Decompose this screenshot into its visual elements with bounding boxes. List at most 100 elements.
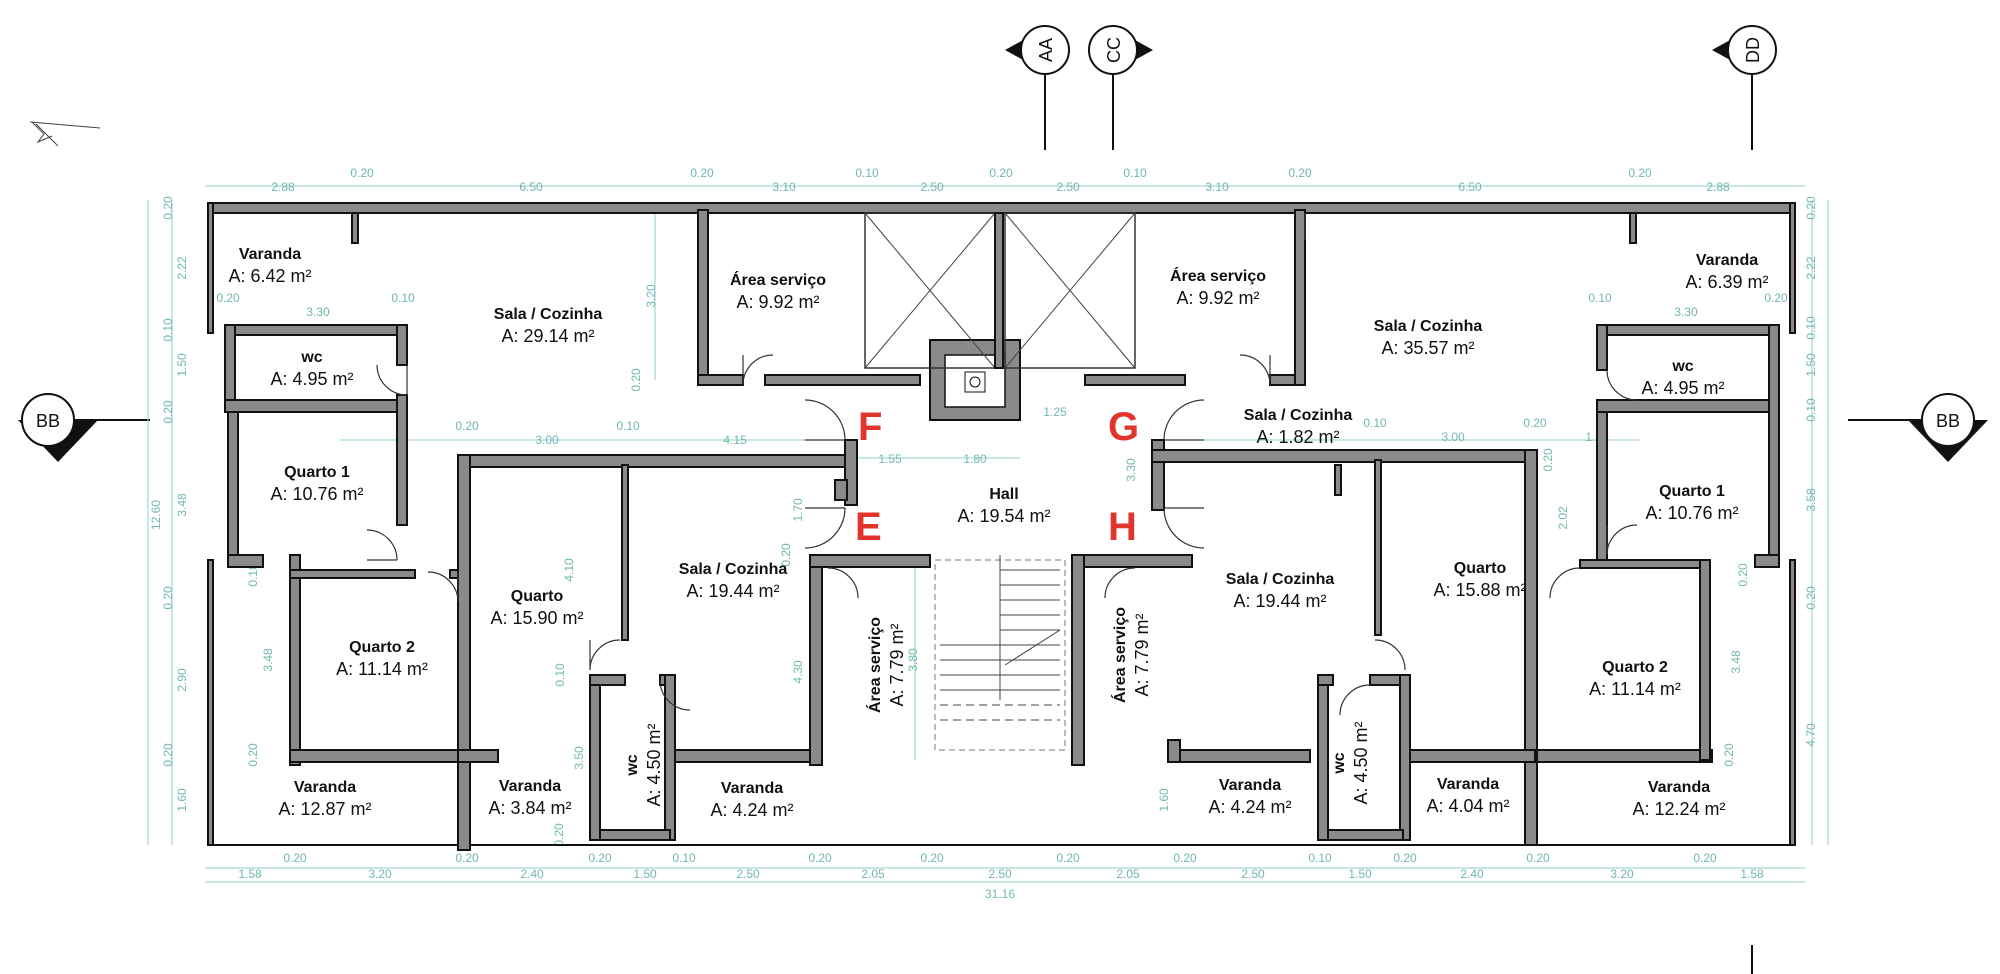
svg-text:0.10: 0.10 bbox=[1123, 166, 1147, 180]
stair-letter-g: G bbox=[1108, 405, 1139, 449]
svg-text:0.20: 0.20 bbox=[1804, 586, 1818, 610]
svg-text:6.50: 6.50 bbox=[519, 180, 543, 194]
svg-text:1.70: 1.70 bbox=[791, 498, 805, 522]
svg-text:A: 19.44 m²: A: 19.44 m² bbox=[686, 581, 779, 601]
stair-letter-h: H bbox=[1108, 505, 1137, 549]
svg-text:Quarto 1: Quarto 1 bbox=[1659, 483, 1725, 500]
svg-text:3.00: 3.00 bbox=[535, 433, 559, 447]
svg-text:0.10: 0.10 bbox=[1588, 291, 1612, 305]
svg-text:A: 15.90 m²: A: 15.90 m² bbox=[490, 608, 583, 628]
svg-text:2.40: 2.40 bbox=[1460, 867, 1484, 881]
svg-text:Hall: Hall bbox=[989, 486, 1018, 503]
svg-text:0.20: 0.20 bbox=[920, 851, 944, 865]
svg-text:A: 7.79 m²: A: 7.79 m² bbox=[887, 623, 907, 706]
room-quarto1-r: Quarto 1 A: 10.76 m² bbox=[1645, 483, 1738, 523]
room-quarto2-r: Quarto 2A: 11.14 m² bbox=[1589, 659, 1681, 699]
svg-text:0.10: 0.10 bbox=[246, 563, 260, 587]
svg-text:Varanda: Varanda bbox=[499, 778, 561, 795]
svg-text:2.50: 2.50 bbox=[920, 180, 944, 194]
svg-text:0.20: 0.20 bbox=[1526, 851, 1550, 865]
svg-text:wc: wc bbox=[624, 754, 641, 776]
svg-text:A: 4.24 m²: A: 4.24 m² bbox=[710, 800, 793, 820]
stair-letter-f: F bbox=[858, 405, 882, 449]
svg-text:0.20: 0.20 bbox=[161, 196, 175, 220]
svg-text:0.20: 0.20 bbox=[1173, 851, 1197, 865]
svg-text:A: 19.44 m²: A: 19.44 m² bbox=[1233, 591, 1326, 611]
svg-text:Área serviço: Área serviço bbox=[865, 617, 884, 713]
left-dimensions: 0.20 2.22 0.10 1.50 0.20 3.48 0.20 2.90 … bbox=[149, 196, 189, 812]
svg-text:3.30: 3.30 bbox=[1124, 458, 1138, 482]
svg-text:0.10: 0.10 bbox=[616, 419, 640, 433]
svg-text:Sala / Cozinha: Sala / Cozinha bbox=[1374, 318, 1483, 335]
svg-text:A: 10.76 m²: A: 10.76 m² bbox=[1645, 503, 1738, 523]
svg-text:0.20: 0.20 bbox=[1736, 563, 1750, 587]
svg-text:4.15: 4.15 bbox=[723, 433, 747, 447]
svg-text:2.90: 2.90 bbox=[175, 668, 189, 692]
svg-text:wc: wc bbox=[1671, 358, 1693, 375]
svg-text:3.50: 3.50 bbox=[572, 746, 586, 770]
svg-text:3.58: 3.58 bbox=[1804, 488, 1818, 512]
svg-text:0.20: 0.20 bbox=[161, 743, 175, 767]
room-sala-4: Sala / Cozinha A: 19.44 m² bbox=[1226, 571, 1335, 611]
svg-text:0.20: 0.20 bbox=[161, 586, 175, 610]
section-marker-bb-right: BB bbox=[1848, 393, 1988, 462]
svg-text:Varanda: Varanda bbox=[239, 246, 301, 263]
svg-text:4.10: 4.10 bbox=[562, 558, 576, 582]
svg-text:Varanda: Varanda bbox=[294, 779, 356, 796]
svg-text:0.10: 0.10 bbox=[161, 318, 175, 342]
svg-text:A: 1.82 m²: A: 1.82 m² bbox=[1256, 427, 1339, 447]
svg-text:BB: BB bbox=[1936, 411, 1960, 431]
svg-text:Quarto: Quarto bbox=[1454, 560, 1507, 577]
svg-text:A: 15.88 m²: A: 15.88 m² bbox=[1433, 580, 1526, 600]
svg-text:0.20: 0.20 bbox=[1288, 166, 1312, 180]
svg-text:0.20: 0.20 bbox=[552, 823, 566, 847]
svg-text:1.50: 1.50 bbox=[175, 353, 189, 377]
svg-text:Sala / Cozinha: Sala / Cozinha bbox=[494, 306, 603, 323]
svg-text:1.50: 1.50 bbox=[633, 867, 657, 881]
svg-text:1.55: 1.55 bbox=[878, 452, 902, 466]
svg-text:3.30: 3.30 bbox=[306, 305, 330, 319]
svg-text:0.20: 0.20 bbox=[989, 166, 1013, 180]
svg-text:0.20: 0.20 bbox=[588, 851, 612, 865]
svg-text:Sala / Cozinha: Sala / Cozinha bbox=[1226, 571, 1335, 588]
svg-text:A: 6.39 m²: A: 6.39 m² bbox=[1685, 272, 1768, 292]
svg-text:0.20: 0.20 bbox=[779, 543, 793, 567]
svg-text:0.20: 0.20 bbox=[246, 743, 260, 767]
svg-text:1.60: 1.60 bbox=[1157, 788, 1171, 812]
svg-text:AA: AA bbox=[1036, 38, 1056, 62]
svg-text:Varanda: Varanda bbox=[1437, 776, 1499, 793]
svg-text:CC: CC bbox=[1104, 37, 1124, 63]
svg-text:31.16: 31.16 bbox=[985, 887, 1015, 901]
right-dimensions: 0.20 2.22 0.10 1.50 0.10 3.58 0.20 4.70 bbox=[1804, 196, 1818, 747]
svg-text:1.50: 1.50 bbox=[1804, 353, 1818, 377]
room-quarto2-l: Quarto 2A: 11.14 m² bbox=[336, 639, 428, 679]
svg-text:Quarto 2: Quarto 2 bbox=[1602, 659, 1668, 676]
svg-text:0.20: 0.20 bbox=[1393, 851, 1417, 865]
section-marker-aa: AA bbox=[1005, 25, 1070, 150]
svg-text:A: 4.95 m²: A: 4.95 m² bbox=[1641, 378, 1724, 398]
section-marker-dd: DD bbox=[1712, 25, 1777, 974]
svg-text:3.80: 3.80 bbox=[906, 648, 920, 672]
svg-text:0.20: 0.20 bbox=[283, 851, 307, 865]
svg-text:A: 4.04 m²: A: 4.04 m² bbox=[1426, 796, 1509, 816]
svg-text:2.50: 2.50 bbox=[1241, 867, 1265, 881]
svg-text:A: 29.14 m²: A: 29.14 m² bbox=[501, 326, 594, 346]
north-arrow-icon bbox=[29, 121, 101, 147]
svg-text:0.20: 0.20 bbox=[1804, 196, 1818, 220]
room-varanda-b5: Varanda A: 4.04 m² bbox=[1426, 776, 1509, 816]
svg-text:3.30: 3.30 bbox=[1674, 305, 1698, 319]
svg-text:A: 4.24 m²: A: 4.24 m² bbox=[1208, 797, 1291, 817]
svg-text:A: 19.54 m²: A: 19.54 m² bbox=[957, 506, 1050, 526]
svg-text:Varanda: Varanda bbox=[721, 780, 783, 797]
svg-text:0.20: 0.20 bbox=[1693, 851, 1717, 865]
